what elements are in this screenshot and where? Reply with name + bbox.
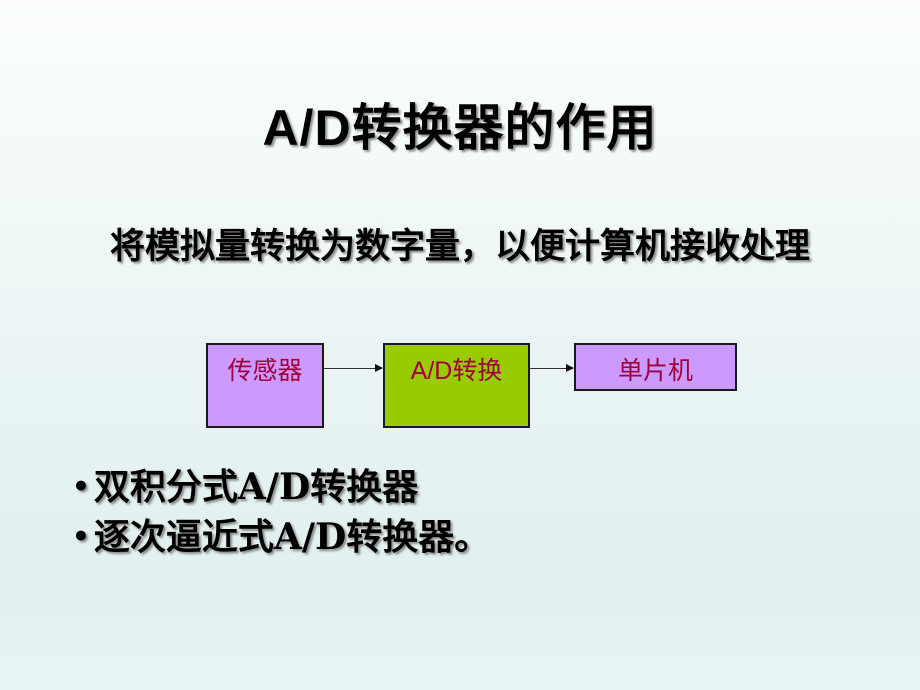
bullet-list: • 双积分式A/D转换器 • 逐次逼近式A/D转换器。	[72, 462, 490, 562]
mcu-label: 单片机	[617, 357, 693, 385]
ad-converter-box: A/D转换	[383, 343, 530, 428]
sensor-box: 传感器	[206, 343, 324, 428]
sensor-label: 传感器	[227, 357, 303, 385]
bullet-icon: •	[72, 520, 90, 553]
list-item: • 逐次逼近式A/D转换器。	[72, 512, 490, 562]
bullet-text: 逐次逼近式A/D转换器。	[93, 516, 491, 558]
arrow-icon	[324, 364, 383, 372]
ad-converter-label: A/D转换	[410, 357, 503, 385]
list-item: • 双积分式A/D转换器	[72, 462, 490, 512]
bullet-icon: •	[72, 470, 90, 503]
bullet-text: 双积分式A/D转换器	[93, 466, 419, 508]
slide-title: A/D转换器的作用	[262, 100, 658, 156]
arrow-icon	[530, 364, 574, 372]
mcu-box: 单片机	[574, 343, 737, 391]
slide-subtitle: 将模拟量转换为数字量，以便计算机接收处理	[109, 227, 810, 267]
